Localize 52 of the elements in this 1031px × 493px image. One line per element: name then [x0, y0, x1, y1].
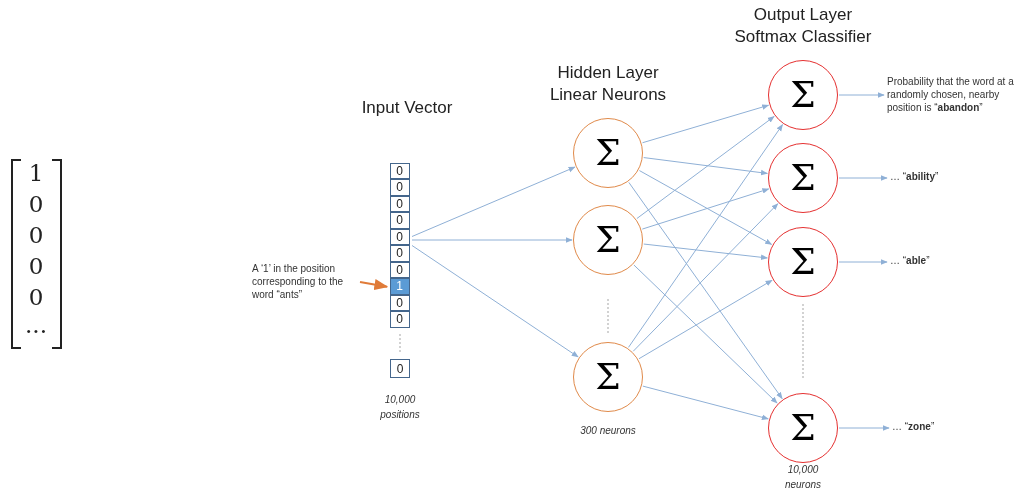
sigma-symbol: Σ — [790, 410, 816, 446]
arrow — [638, 170, 773, 245]
layer-heading: Output Layer Softmax Classifier — [733, 4, 873, 49]
matrix-entry: 0 — [28, 222, 44, 248]
sigma-symbol: Σ — [595, 222, 621, 258]
arrow — [632, 203, 779, 352]
arrow — [633, 264, 778, 404]
count-caption: 10,000 positions — [379, 393, 421, 422]
count-caption: 10,000 neurons — [783, 463, 823, 492]
sigma-symbol: Σ — [790, 244, 816, 280]
vector-cell: 0 — [389, 179, 410, 196]
annotation-text: A ‘1’ in the position corresponding to the word “ants” — [252, 262, 360, 302]
arrow — [642, 104, 770, 144]
arrow — [628, 124, 784, 348]
arrow — [636, 116, 775, 219]
arrow — [838, 92, 885, 98]
output-neuron-circle — [768, 143, 838, 213]
matrix-entry: 0 — [28, 191, 44, 217]
arrow — [838, 259, 888, 265]
sigma-symbol: Σ — [790, 77, 816, 113]
layer-heading: Input Vector — [361, 97, 453, 119]
arrow — [628, 181, 783, 400]
sigma-symbol: Σ — [595, 359, 621, 395]
vector-cell: 0 — [389, 245, 410, 262]
arrow — [643, 243, 768, 261]
arrow — [359, 279, 389, 291]
matrix-entry: 0 — [28, 284, 44, 310]
arrow — [411, 237, 573, 243]
output-description: Probability that the word at a randomly chosen, nearby position is “abandon” — [887, 75, 1029, 115]
vector-cell: 1 — [389, 278, 410, 295]
vector-cell: 0 — [389, 212, 410, 229]
arrow — [411, 166, 576, 237]
count-caption: 300 neurons — [580, 424, 636, 438]
arrow — [638, 279, 773, 360]
arrow — [641, 188, 770, 230]
arrow — [642, 385, 769, 420]
output-description: … “zone” — [892, 420, 972, 436]
layer-heading: Hidden Layer Linear Neurons — [548, 62, 668, 107]
hidden-neuron-circle — [573, 342, 643, 412]
hidden-neuron-circle — [573, 118, 643, 188]
arrow — [411, 245, 579, 358]
matrix-entry: 1 — [28, 160, 44, 186]
output-description: … “able” — [890, 254, 970, 270]
vector-cell: 0 — [390, 359, 410, 378]
matrix-entry: ... — [25, 312, 47, 338]
sigma-symbol: Σ — [790, 160, 816, 196]
output-description: … “ability” — [890, 170, 970, 186]
arrow — [838, 175, 888, 181]
arrow — [643, 157, 768, 176]
arrow — [838, 425, 890, 431]
matrix-entry: 0 — [28, 253, 44, 279]
sigma-symbol: Σ — [595, 135, 621, 171]
